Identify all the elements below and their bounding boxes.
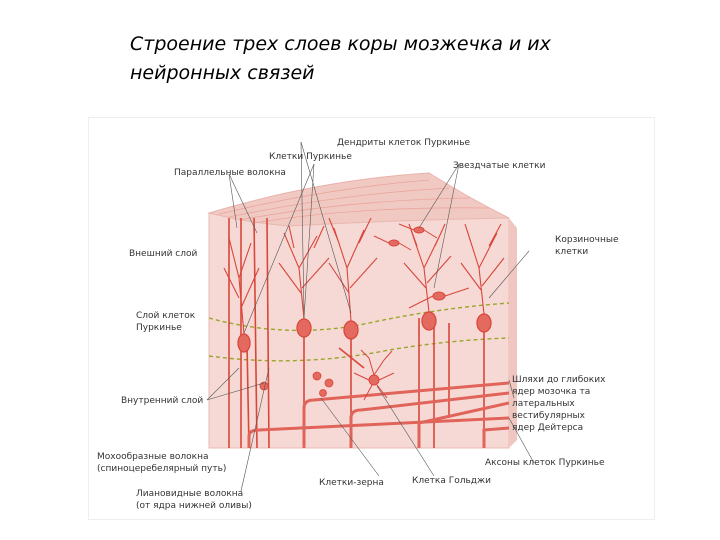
label-basket-cells-line-2: клетки [555, 247, 589, 257]
tissue-side-face [509, 218, 517, 448]
label-stellate-cells: Звездчатые клетки [453, 161, 546, 171]
label-purkinje-axons: Аксоны клеток Пуркинье [485, 458, 605, 468]
label-climbing-fibers: Лиановидные волокна (от ядра нижней олив… [136, 488, 252, 512]
label-basket-cells: Корзиночные клетки [555, 234, 618, 258]
label-pathways: Шляхи до глибоких ядер мозочка та латера… [512, 374, 605, 434]
label-basket-cells-line-1: Корзиночные [555, 235, 619, 245]
label-purkinje-layer: Слой клеток Пуркинье [136, 310, 195, 334]
cerebellum-diagram: Дендриты клеток Пуркинье Клетки Пуркинье… [88, 117, 655, 520]
label-purkinje-layer-line-2: Пуркинье [136, 323, 182, 333]
label-purkinje-dendrites: Дендриты клеток Пуркинье [337, 138, 471, 148]
layer-boundary-granular [208, 337, 510, 362]
granule-cells [259, 371, 334, 397]
label-leader-lines [206, 141, 535, 492]
label-mossy-fibers-line-1: Мохообразные волокна [97, 452, 209, 462]
label-parallel-fibers: Параллельные волокна [174, 168, 286, 178]
label-purkinje-layer-line-1: Слой клеток [136, 311, 196, 321]
slide-title-line-1: Строение трех слоев коры мозжечка и их [130, 33, 551, 55]
label-climbing-fibers-line-2: (от ядра нижней оливы) [136, 501, 252, 511]
label-mossy-fibers-line-2: (спиноцеребелярный путь) [97, 464, 227, 474]
output-pathways [247, 381, 510, 448]
label-pathways-line-3: латеральных [512, 399, 575, 409]
label-purkinje-cells: Клетки Пуркинье [269, 152, 352, 162]
label-inner-layer: Внутренний слой [121, 396, 204, 406]
purkinje-cells [237, 311, 492, 353]
label-outer-layer: Внешний слой [129, 249, 198, 259]
golgi-cell [353, 349, 395, 401]
label-pathways-line-1: Шляхи до глибоких [512, 375, 606, 385]
label-granule-cells: Клетки-зерна [319, 478, 384, 488]
parallel-fibers-top [218, 179, 490, 224]
label-mossy-fibers: Мохообразные волокна (спиноцеребелярный … [97, 451, 226, 475]
slide-title-line-2: нейронных связей [130, 62, 315, 84]
label-pathways-line-5: ядер Дейтерса [512, 423, 584, 433]
layer-boundary-molecular [208, 302, 510, 332]
cerebellum-illustration [206, 141, 535, 492]
slide-title: Строение трех слоев коры мозжечка и их н… [130, 30, 650, 88]
label-climbing-fibers-line-1: Лиановидные волокна [136, 489, 244, 499]
label-pathways-line-2: ядер мозочка та [512, 387, 591, 397]
label-golgi-cell: Клетка Гольджи [412, 476, 491, 486]
stellate-basket-cells [373, 223, 470, 309]
label-pathways-line-4: вестибулярных [512, 411, 585, 421]
